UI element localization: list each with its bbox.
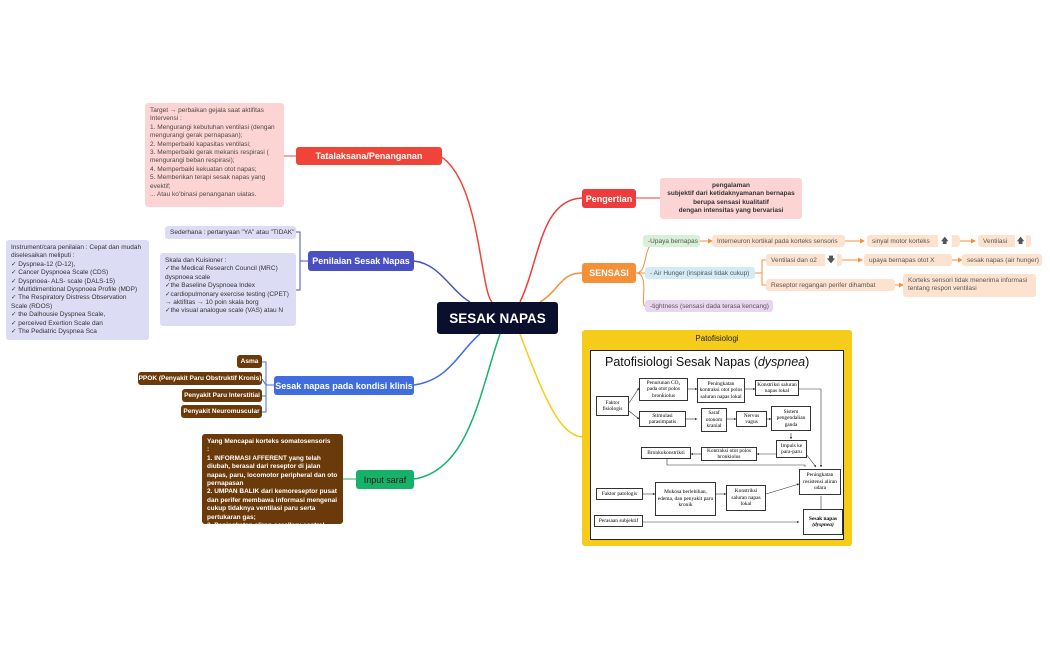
topic-tatalaksana[interactable]: Tatalaksana/Penanganan [296, 147, 442, 165]
patofisiologi-title-suffix: ) [805, 355, 810, 369]
penilaian-instrumen[interactable]: Instrument/cara penilaian : Cepat dan mu… [6, 240, 149, 340]
pf-konstriksi-2: Konstriksi saluran napas lokal [726, 485, 766, 511]
link-patofisiologi [519, 333, 583, 438]
topic-pengertian[interactable]: Pengertian [582, 189, 636, 208]
sensasi-ventilasi-label: Ventilasi [983, 237, 1008, 245]
pengertian-note[interactable]: pengalaman subjektif dari ketidaknyamana… [660, 178, 802, 219]
central-topic-label: SESAK NAPAS [449, 310, 546, 326]
pf-sesak-italic: (dyspnea) [812, 522, 834, 528]
patofisiologi-title-prefix: Patofisiologi Sesak Napas ( [605, 355, 758, 369]
topic-pengertian-label: Pengertian [585, 193, 633, 204]
sensasi-upaya-otot[interactable]: upaya bernapas otot X [864, 254, 952, 266]
topic-penilaian[interactable]: Penilaian Sesak Napas [308, 251, 414, 271]
link-penilaian [413, 260, 471, 303]
sensasi-sinyal[interactable]: sinyal motor korteks 🡅 [867, 235, 960, 247]
sensasi-sesak-air[interactable]: sesak napas (air hunger) [962, 254, 1042, 266]
sensasi-tightness[interactable]: -tightness (sensasi dada terasa kencang) [645, 300, 773, 312]
patofisiologi-image: Patofisiologi Sesak Napas (dyspnea) [590, 350, 844, 540]
link-pengertian [519, 197, 583, 303]
sensasi-ventilasi-o2[interactable]: Ventilasi dan o2 🡇 [766, 254, 842, 266]
topic-klinis[interactable]: Sesak napas pada kondisi klinis [274, 376, 414, 395]
pf-mukosa: Mukosa berlebihan, edema, dan penyakit p… [655, 482, 716, 516]
klinis-item[interactable]: PPOK (Penyakit Paru Obstruktif Kronis) [138, 372, 262, 385]
patofisiologi-title-italic: dyspnea [757, 355, 806, 369]
pf-sesak-label: Sesak napas [808, 515, 837, 522]
pf-faktor-fisiologis: Faktor fisiologis [596, 396, 629, 416]
arrow-up-icon: 🡅 [937, 235, 952, 247]
sensasi-korteks[interactable]: Korteks sensori tidak menerima informasi… [903, 274, 1036, 297]
sensasi-reseptor[interactable]: Reseptor regangan perifer dihambat [766, 279, 895, 291]
topic-sensasi-label: SENSASI [589, 268, 629, 278]
penilaian-skala[interactable]: Skala dan Kuisioner : ✓the Medical Resea… [160, 253, 296, 326]
topic-input-saraf-label: Input saraf [363, 474, 407, 485]
pf-nervus-vagus: Nervus vagus [736, 411, 767, 427]
klinis-item[interactable]: Asma [237, 355, 262, 368]
sensasi-sinyal-label: sinyal motor korteks [872, 237, 930, 245]
topic-input-saraf[interactable]: Input saraf [356, 470, 414, 489]
sensasi-airhunger[interactable]: - Air Hunger (inspirasi tidak cukup) [645, 267, 755, 279]
pf-peningkatan-kontraksi: Peningkatan kontraksi otot polos saluran… [697, 378, 745, 403]
pf-peningkatan-resistensi: Peningkatan resistensi aliran udara [799, 469, 841, 495]
penilaian-sederhana[interactable]: Sederhana : pertanyaan "YA" atau "TIDAK" [165, 226, 296, 239]
input-saraf-note[interactable]: Yang Mencapai korteks somatosensoris : 1… [202, 434, 343, 546]
arrow-up-icon: 🡅 [1015, 235, 1026, 247]
sensasi-interneuron[interactable]: Interneuron kortikal pada korteks sensor… [712, 235, 845, 247]
pf-sesak-napas: Sesak napas (dyspnea) [803, 509, 843, 535]
tatalaksana-note[interactable]: Target → perbaikan gejala saat aktifitas… [145, 103, 284, 207]
topic-patofisiologi[interactable]: Patofisiologi Patofisiologi Sesak Napas … [582, 330, 852, 546]
sensasi-upaya[interactable]: -Upaya bernapas [643, 235, 700, 247]
pf-saraf-otonom: Saraf otonom kranial [701, 408, 727, 432]
topic-klinis-label: Sesak napas pada kondisi klinis [275, 380, 413, 391]
pf-konstriksi-1: Konstriksi saluran napas lokal [755, 380, 799, 396]
topic-patofisiologi-label: Patofisiologi [695, 334, 739, 343]
link-input [413, 333, 501, 480]
topic-sensasi[interactable]: SENSASI [582, 263, 636, 283]
topic-penilaian-label: Penilaian Sesak Napas [312, 256, 410, 266]
pf-perasaan-subjektif: Perasaan subjektif [594, 515, 643, 527]
klinis-item[interactable]: Penyakit Paru Interstitial [182, 389, 262, 402]
klinis-item[interactable]: Penyakit Neuromuscular [181, 405, 262, 418]
pf-kontraksi-otot: Kontraksi otot polos bronkiolus [701, 447, 757, 461]
pf-impuls: Impuls ke para-paru [776, 440, 807, 458]
patofisiologi-arrows [628, 387, 823, 524]
link-klinis [413, 333, 481, 386]
pf-penurunan-co2: Penurunan CO₂ pada otot polos bronkiolus [639, 378, 688, 401]
pf-sistem-pengendalian: Sistem pengendalian ganda [771, 406, 811, 431]
link-sensasi [539, 272, 583, 303]
pf-stimulasi: Stimulasi parasimpatis [639, 411, 686, 427]
link-tatalaksana [439, 155, 493, 303]
pf-faktor-patologis: Faktor patologis [596, 488, 643, 500]
pf-bronkokonstriksi: Bronkokonstriksi [641, 447, 691, 459]
patofisiologi-title: Patofisiologi Sesak Napas (dyspnea) [605, 355, 809, 369]
arrow-down-icon: 🡇 [824, 254, 837, 266]
topic-tatalaksana-label: Tatalaksana/Penanganan [315, 151, 423, 161]
sensasi-ventilasi-o2-label: Ventilasi dan o2 [771, 256, 817, 264]
central-topic[interactable]: SESAK NAPAS [437, 302, 558, 334]
sensasi-ventilasi[interactable]: Ventilasi 🡅 [978, 235, 1031, 247]
